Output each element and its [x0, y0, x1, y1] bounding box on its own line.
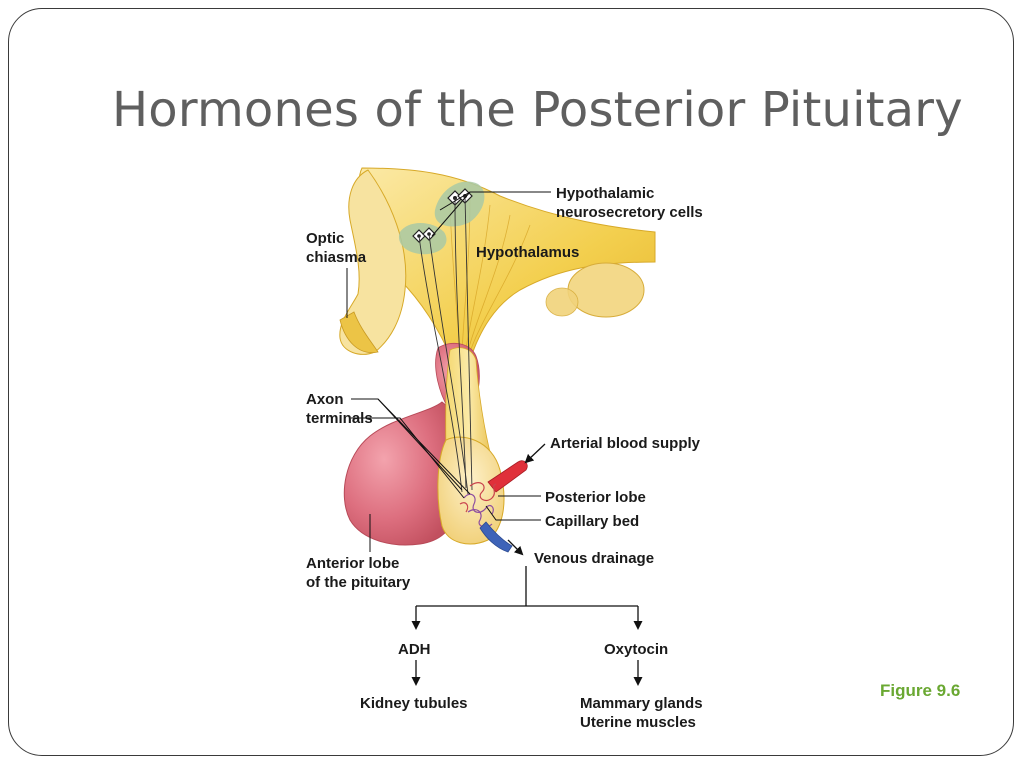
- leader-lines: [346, 191, 551, 552]
- vein: [479, 521, 513, 553]
- label-posterior-lobe: Posterior lobe: [545, 489, 646, 506]
- label-hypothalamic-cells: Hypothalamic neurosecretory cells: [556, 185, 703, 221]
- venous-arrow: [507, 539, 524, 556]
- pituitary-stalk: [445, 347, 493, 467]
- slide-frame: [8, 8, 1014, 756]
- arterial-arrow: [524, 443, 546, 464]
- label-adh: ADH: [398, 641, 431, 658]
- label-targets-right: Mammary glands Uterine muscles: [580, 695, 707, 731]
- label-kidney-tubules: Kidney tubules: [360, 695, 468, 712]
- mammillary-body: [567, 262, 645, 318]
- label-venous-drainage: Venous drainage: [534, 550, 654, 567]
- axon-fibers: [418, 195, 473, 495]
- optic-chiasma-shape: [339, 169, 407, 355]
- flow-lines: [411, 566, 643, 686]
- label-optic-chiasma: Optic chiasma: [306, 230, 367, 266]
- posterior-lobe-shape: [437, 436, 505, 545]
- label-capillary-bed: Capillary bed: [545, 513, 639, 530]
- capillary-bed: [459, 482, 497, 528]
- optic-nerve-tip: [339, 311, 379, 353]
- slide-title: Hormones of the Posterior Pituitary: [112, 82, 963, 138]
- label-hypothalamus: Hypothalamus: [476, 244, 579, 261]
- mammillary-small: [545, 287, 579, 317]
- label-axon-terminals: Axon terminals: [306, 391, 373, 427]
- figure-label: Figure 9.6: [880, 681, 961, 700]
- label-arterial-supply: Arterial blood supply: [550, 435, 701, 452]
- label-anterior-lobe: Anterior lobe of the pituitary: [306, 555, 411, 591]
- label-oxytocin: Oxytocin: [604, 641, 668, 658]
